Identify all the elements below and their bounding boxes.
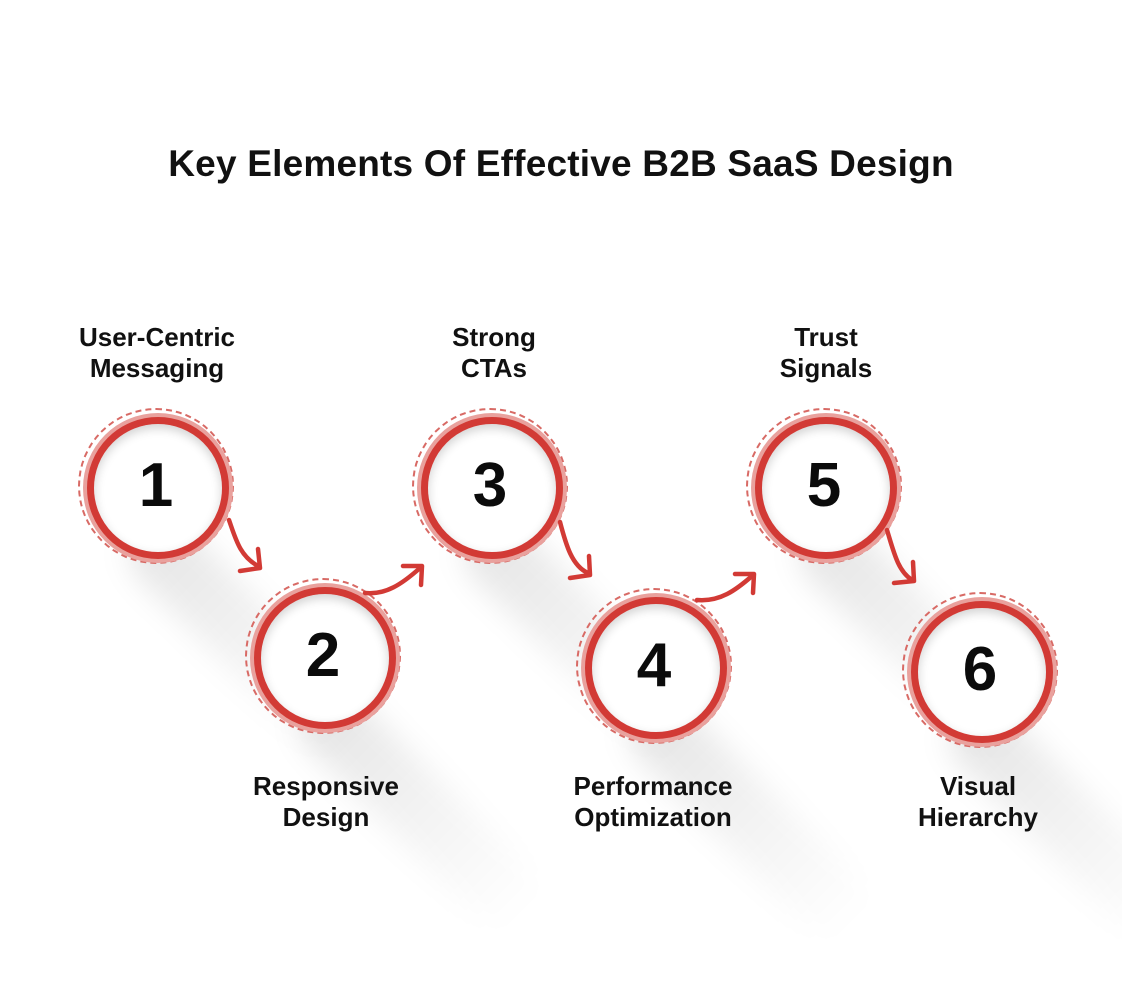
step-2-label-line2: Design xyxy=(282,802,370,832)
step-5-number: 5 xyxy=(806,451,842,520)
arrow-1-to-2-head xyxy=(237,546,263,574)
arrow-1-to-2 xyxy=(226,517,261,569)
step-1-circle: 1 xyxy=(78,408,234,564)
step-5-dashed-ring xyxy=(746,408,902,564)
step-6-ring xyxy=(911,601,1053,743)
arrow-3-to-4 xyxy=(557,519,591,576)
step-6-dashed-ring xyxy=(902,592,1058,748)
step-4-ring xyxy=(585,597,727,739)
step-6-label-line1: Visual xyxy=(939,771,1017,801)
step-5-label-line2: Signals xyxy=(779,353,873,383)
step-2-circle: 2 xyxy=(245,578,401,734)
page-title: Key Elements Of Effective B2B SaaS Desig… xyxy=(168,143,954,184)
step-3-circle: 3 xyxy=(412,408,568,564)
step-5-ring xyxy=(755,417,897,559)
step-1-label-line2: Messaging xyxy=(89,353,225,383)
step-1-number: 1 xyxy=(138,451,174,520)
step-4-label: Performance Optimization xyxy=(533,771,773,833)
step-1-ring xyxy=(87,417,229,559)
step-2-number: 2 xyxy=(305,621,341,690)
step-3-number: 3 xyxy=(472,451,508,520)
step-6-number: 6 xyxy=(962,635,998,704)
step-3-ring xyxy=(421,417,563,559)
step-5-label-line1: Trust xyxy=(794,322,858,352)
arrow-5-to-6-head xyxy=(891,559,917,586)
step-4-label-line2: Optimization xyxy=(574,802,732,832)
arrow-4-to-5 xyxy=(694,573,755,603)
step-3-label: Strong CTAs xyxy=(374,322,614,384)
arrow-5-to-6 xyxy=(884,527,915,583)
step-2-ring xyxy=(254,587,396,729)
step-6-circle: 6 xyxy=(902,592,1058,748)
step-2-label: Responsive Design xyxy=(206,771,446,833)
step-3-label-line1: Strong xyxy=(452,322,536,352)
step-4-label-line1: Performance xyxy=(573,771,733,801)
step-1-label-line1: User-Centric xyxy=(78,322,236,352)
step-4-number: 4 xyxy=(636,631,672,700)
step-1-dashed-ring xyxy=(78,408,234,564)
step-2-dashed-ring xyxy=(245,578,401,734)
step-6-label: Visual Hierarchy xyxy=(858,771,1098,833)
step-5-label: Trust Signals xyxy=(706,322,946,384)
step-1-label: User-Centric Messaging xyxy=(37,322,277,384)
step-3-dashed-ring xyxy=(412,408,568,564)
arrow-3-to-4-head xyxy=(567,553,593,581)
arrow-2-to-3-head xyxy=(400,563,425,588)
step-6-label-line2: Hierarchy xyxy=(918,802,1038,832)
step-2-label-line1: Responsive xyxy=(253,771,399,801)
arrow-2-to-3 xyxy=(362,565,423,596)
step-5-circle: 5 xyxy=(746,408,902,564)
step-3-label-line2: CTAs xyxy=(461,353,527,383)
step-4-dashed-ring xyxy=(576,588,732,744)
arrow-4-to-5-head xyxy=(732,571,757,596)
step-4-circle: 4 xyxy=(576,588,732,744)
